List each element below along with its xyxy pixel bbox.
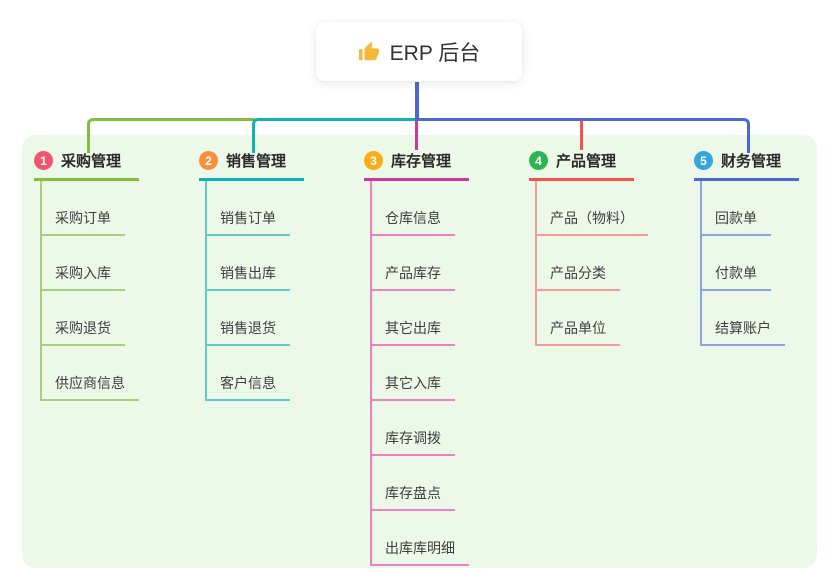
connector-branch-4-drop [580,121,583,150]
leaf-label: 产品库存 [370,263,455,291]
leaf-node[interactable]: 产品库存 [370,236,504,291]
connector-branch-5 [416,118,750,153]
branch-column-1: 1 采购管理 采购订单采购入库采购退货供应商信息 [34,150,174,401]
leaf-node[interactable]: 产品分类 [535,236,669,291]
branch-number-badge: 5 [694,151,713,170]
leaf-label: 仓库信息 [370,208,455,236]
branch-node[interactable]: 5 财务管理 [694,150,799,181]
leaf-label: 采购订单 [40,208,125,236]
leaf-node[interactable]: 库存调拨 [370,401,504,456]
leaf-node[interactable]: 付款单 [700,236,834,291]
branches-panel [22,135,817,568]
branch-items: 产品（物料） 产品分类产品单位 [535,181,669,346]
leaf-label: 销售订单 [205,208,290,236]
leaf-label: 销售退货 [205,318,290,346]
leaf-label: 产品分类 [535,263,620,291]
branch-label: 销售管理 [226,153,287,170]
leaf-node[interactable]: 产品单位 [535,291,669,346]
leaf-node[interactable]: 供应商信息 [40,346,174,401]
branch-spine-line [40,181,42,401]
leaf-label: 回款单 [700,208,771,236]
leaf-node[interactable]: 仓库信息 [370,181,504,236]
leaf-node[interactable]: 销售退货 [205,291,339,346]
leaf-node[interactable]: 采购订单 [40,181,174,236]
branch-items: 销售订单销售出库销售退货客户信息 [205,181,339,401]
leaf-label: 结算账户 [700,318,785,346]
branch-node[interactable]: 4 产品管理 [529,150,634,181]
leaf-label: 出库库明细 [370,538,469,566]
branch-column-5: 5 财务管理 回款单付款单结算账户 [694,150,834,346]
branch-label: 库存管理 [391,153,452,170]
branch-items: 采购订单采购入库采购退货供应商信息 [40,181,174,401]
leaf-node[interactable]: 其它出库 [370,291,504,346]
leaf-node[interactable]: 销售订单 [205,181,339,236]
branch-spine-line [205,181,207,401]
branch-node[interactable]: 1 采购管理 [34,150,139,181]
leaf-label: 库存调拨 [370,428,455,456]
leaf-label: 客户信息 [205,373,290,401]
leaf-node[interactable]: 其它入库 [370,346,504,401]
leaf-label: 供应商信息 [40,373,139,401]
branch-spine-line [370,181,372,566]
connector-branch-1 [86,118,255,153]
root-title: ERP 后台 [389,41,481,65]
branch-items: 回款单付款单结算账户 [700,181,834,346]
leaf-node[interactable]: 采购退货 [40,291,174,346]
leaf-label: 采购退货 [40,318,125,346]
branch-items: 仓库信息产品库存其它出库其它入库库存调拨库存盘点出库库明细 [370,181,504,566]
branch-column-3: 3 库存管理 仓库信息产品库存其它出库其它入库库存调拨库存盘点出库库明细 [364,150,504,566]
root-node[interactable]: ERP 后台 [316,22,522,81]
branch-spine-line [700,181,702,346]
leaf-node[interactable]: 库存盘点 [370,456,504,511]
leaf-node[interactable]: 销售出库 [205,236,339,291]
branch-number-badge: 3 [364,151,383,170]
leaf-label: 产品单位 [535,318,620,346]
branch-node[interactable]: 3 库存管理 [364,150,469,181]
connector-branch-2 [251,118,420,153]
leaf-node[interactable]: 结算账户 [700,291,834,346]
branch-label: 采购管理 [61,153,122,170]
leaf-node[interactable]: 出库库明细 [370,511,504,566]
thumbs-up-icon [358,41,379,60]
leaf-node[interactable]: 回款单 [700,181,834,236]
branch-number-badge: 4 [529,151,548,170]
leaf-label: 付款单 [700,263,771,291]
branch-column-4: 4 产品管理 产品（物料） 产品分类产品单位 [529,150,669,346]
leaf-label: 库存盘点 [370,483,455,511]
connector-branch-3-drop [415,121,418,150]
branch-spine-line [535,181,537,346]
leaf-label: 采购入库 [40,263,125,291]
branch-number-badge: 1 [34,151,53,170]
branch-number-badge: 2 [199,151,218,170]
leaf-label: 销售出库 [205,263,290,291]
leaf-node[interactable]: 采购入库 [40,236,174,291]
leaf-label: 其它出库 [370,318,455,346]
leaf-label: 其它入库 [370,373,455,401]
leaf-node[interactable]: 客户信息 [205,346,339,401]
leaf-label: 产品（物料） [535,208,648,236]
branch-node[interactable]: 2 销售管理 [199,150,304,181]
branch-column-2: 2 销售管理 销售订单销售出库销售退货客户信息 [199,150,339,401]
leaf-node[interactable]: 产品（物料） [535,181,669,236]
branch-label: 产品管理 [556,153,617,170]
branch-label: 财务管理 [721,153,782,170]
connector-root-line [414,82,419,121]
